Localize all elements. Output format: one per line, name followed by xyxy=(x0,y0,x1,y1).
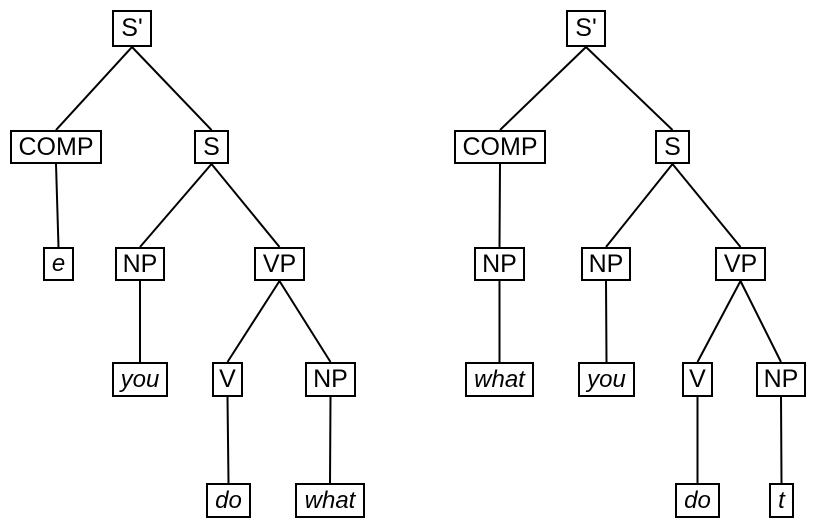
category-node-vp: VP xyxy=(254,247,305,281)
terminal-node-you: you xyxy=(578,362,635,397)
terminal-node-e: e xyxy=(43,247,74,281)
category-node-v: V xyxy=(212,362,243,397)
category-node-np: NP xyxy=(474,247,525,281)
tree-edge xyxy=(55,163,60,248)
tree-edge xyxy=(499,46,587,131)
category-node-s: S' xyxy=(566,10,606,47)
tree-edge xyxy=(739,280,782,363)
category-node-comp: COMP xyxy=(454,130,546,164)
tree-edge xyxy=(131,46,213,131)
tree-edge xyxy=(498,163,501,248)
category-node-v: V xyxy=(682,362,713,397)
tree-edge xyxy=(226,396,230,484)
tree-edge xyxy=(585,46,674,131)
tree-edge xyxy=(696,280,742,363)
terminal-node-t: t xyxy=(769,483,794,518)
tree-edge xyxy=(278,280,332,363)
category-node-np: NP xyxy=(756,362,806,397)
category-node-np: NP xyxy=(115,247,165,281)
tree-edge xyxy=(605,280,608,363)
terminal-node-do: do xyxy=(675,483,720,518)
tree-edge xyxy=(226,280,281,363)
tree-edge xyxy=(139,163,213,248)
category-node-comp: COMP xyxy=(10,130,102,164)
terminal-node-you: you xyxy=(112,362,168,397)
tree-edge xyxy=(780,396,783,484)
category-node-s: S xyxy=(194,130,229,164)
category-node-np: NP xyxy=(305,362,356,397)
category-node-s: S' xyxy=(112,10,152,47)
terminal-node-what: what xyxy=(465,362,534,397)
category-node-np: NP xyxy=(581,247,631,281)
tree-edge xyxy=(671,163,742,248)
tree-edge xyxy=(329,396,332,484)
tree-edge xyxy=(55,46,133,131)
tree-edge xyxy=(605,163,674,248)
category-node-vp: VP xyxy=(715,247,766,281)
terminal-node-do: do xyxy=(206,483,251,518)
category-node-s: S xyxy=(655,130,690,164)
terminal-node-what: what xyxy=(295,483,365,518)
tree-edge xyxy=(210,163,281,248)
